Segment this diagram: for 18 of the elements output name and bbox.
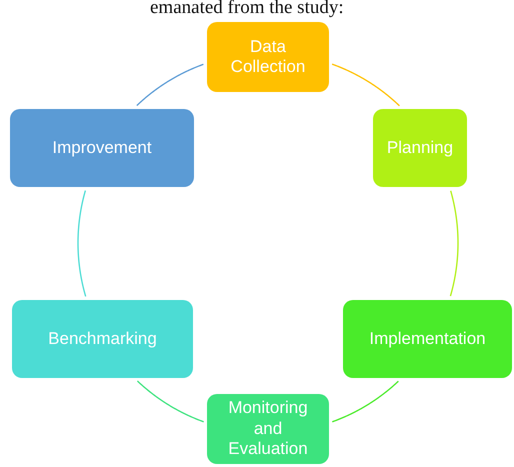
step-label: Data Collection — [230, 36, 306, 78]
process-box — [207, 22, 329, 92]
process-box — [10, 109, 194, 187]
step-label: Improvement — [52, 138, 152, 158]
step-label: Planning — [386, 138, 454, 158]
step-label: Implementation — [369, 328, 486, 350]
connector-arc — [450, 190, 459, 296]
connector-arc — [77, 190, 86, 297]
step-label: Benchmarking — [48, 328, 157, 350]
process-box — [343, 300, 512, 378]
connector-arc — [136, 64, 204, 106]
process-box — [373, 109, 467, 187]
process-box — [207, 394, 329, 464]
step-label: Monitoring and Evaluation — [227, 398, 309, 460]
connector-arc — [332, 64, 400, 106]
process-box — [12, 300, 193, 378]
connector-arc — [332, 380, 399, 422]
connector-arc — [136, 380, 204, 422]
